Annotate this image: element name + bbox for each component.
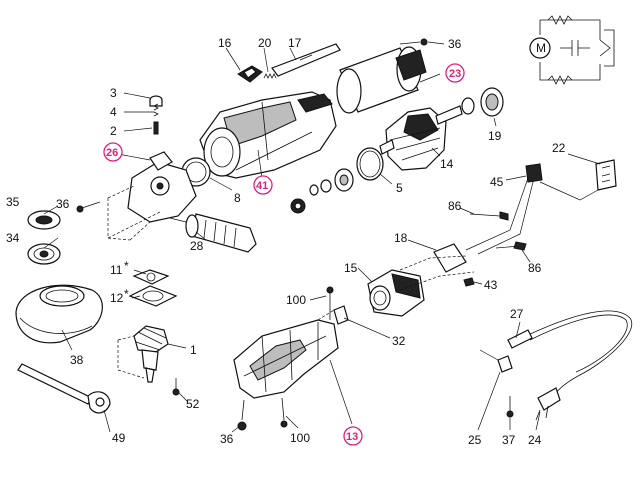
label-8: 8 — [234, 191, 241, 205]
motor-symbol — [529, 37, 551, 59]
label-1: 1 — [190, 343, 197, 357]
label-15: 15 — [344, 261, 358, 275]
label-3: 3 — [110, 86, 117, 100]
highlight-ring-13 — [343, 426, 363, 446]
label-23: 23 — [449, 68, 461, 80]
inner-flange-34 — [27, 243, 61, 265]
label-86-upper: 86 — [448, 199, 462, 213]
highlight-ring-23 — [445, 63, 465, 83]
bearing-plate-12 — [128, 285, 178, 307]
label-34: 34 — [6, 231, 20, 245]
label-45: 45 — [490, 175, 504, 189]
label-4: 4 — [110, 105, 117, 119]
spanner-49 — [17, 363, 111, 414]
brush-holder-18 — [399, 243, 475, 291]
cord-sleeve-27 — [507, 329, 533, 349]
label-2: 2 — [110, 124, 117, 138]
switch-rod-17 — [271, 43, 341, 77]
ring-5 — [356, 147, 384, 181]
label-35: 35 — [6, 195, 20, 209]
screw-36-bottom — [237, 399, 247, 431]
switch-22 — [595, 159, 617, 191]
label-12: 12 — [110, 291, 124, 305]
label-43: 43 — [484, 278, 498, 292]
pin-2 — [153, 121, 159, 135]
cord-clamp-25 — [479, 349, 513, 373]
label-12-star: * — [124, 287, 129, 301]
label-17: 17 — [288, 36, 302, 50]
gasket-11 — [132, 269, 170, 285]
highlight-ring-26 — [103, 142, 123, 162]
label-49: 49 — [112, 431, 126, 445]
bearing-washers — [290, 168, 354, 214]
power-cord-24 — [525, 310, 633, 421]
screw-37 — [506, 396, 514, 418]
spindle-gear-1 — [117, 325, 169, 383]
spring-20 — [263, 73, 277, 79]
switch-button-16 — [237, 65, 263, 83]
highlight-ring-41 — [253, 175, 273, 195]
spring-4 — [153, 103, 159, 117]
screw-100-upper — [326, 286, 334, 320]
wire-86-lower — [495, 241, 527, 251]
label-100-bottom: 100 — [290, 431, 310, 445]
clip-32 — [333, 305, 349, 325]
label-13: 13 — [346, 431, 358, 443]
wire-86-upper — [469, 211, 509, 221]
motor-housing-41 — [199, 91, 337, 179]
field-coil-15 — [367, 269, 425, 317]
wheel-guard-38 — [15, 284, 103, 344]
motor-symbol-label: M — [536, 41, 546, 55]
label-11-star: * — [124, 259, 129, 273]
label-52: 52 — [186, 397, 200, 411]
label-37: 37 — [502, 433, 516, 447]
label-22: 22 — [552, 141, 566, 155]
label-25: 25 — [468, 433, 482, 447]
wires-45 — [465, 163, 599, 255]
outer-flange-35 — [27, 210, 61, 230]
label-38: 38 — [70, 353, 84, 367]
screw-100-bottom — [280, 397, 288, 428]
gear-head-26 — [107, 151, 197, 241]
label-24: 24 — [528, 433, 542, 447]
label-14: 14 — [440, 157, 454, 171]
label-5: 5 — [396, 181, 403, 195]
handle-housing-13 — [233, 309, 345, 399]
label-36-top: 36 — [448, 37, 462, 51]
label-36-left: 36 — [56, 197, 70, 211]
label-36-bottom: 36 — [220, 432, 234, 446]
label-86-lower: 86 — [528, 261, 542, 275]
leader-lines — [43, 41, 601, 433]
wiring-schematic: M — [529, 15, 615, 85]
label-16: 16 — [218, 36, 232, 50]
label-28: 28 — [190, 239, 204, 253]
screw-36-left — [76, 201, 101, 213]
label-20: 20 — [258, 36, 272, 50]
label-18: 18 — [394, 231, 408, 245]
stator-23 — [336, 46, 427, 114]
screw-36-top — [399, 38, 428, 46]
brush-43 — [463, 277, 475, 287]
label-27: 27 — [510, 307, 524, 321]
screw-52 — [172, 378, 180, 396]
label-11: 11 — [110, 263, 123, 277]
label-41: 41 — [256, 180, 268, 192]
side-handle-28 — [169, 213, 257, 253]
label-100-upper: 100 — [286, 293, 306, 307]
bearing-19 — [461, 87, 504, 117]
label-19: 19 — [488, 129, 502, 143]
label-32: 32 — [392, 334, 406, 348]
cap-3 — [149, 95, 163, 107]
armature-14 — [379, 105, 463, 171]
label-26: 26 — [106, 147, 118, 159]
part-labels: 16 20 17 36 23 3 4 2 26 41 19 14 5 8 22 … — [6, 36, 566, 447]
